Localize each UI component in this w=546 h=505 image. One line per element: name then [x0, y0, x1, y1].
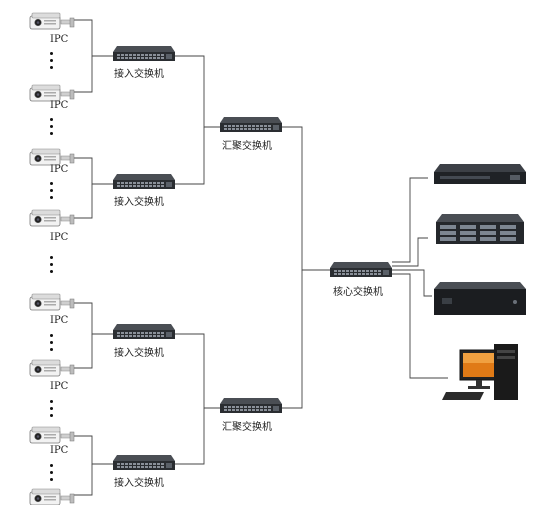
ellipsis-icon — [50, 400, 54, 421]
ellipsis-icon — [50, 182, 54, 203]
ip-camera-icon — [29, 359, 75, 377]
access-switch-icon — [113, 455, 175, 470]
core-switch-label: 核心交换机 — [333, 287, 383, 298]
ip-camera-icon — [29, 488, 75, 505]
access-switch-icon — [113, 46, 175, 61]
camera-label: IPC — [50, 100, 69, 111]
camera-label: IPC — [50, 445, 69, 456]
storage-array-icon — [436, 214, 524, 244]
ip-camera-icon — [29, 84, 75, 102]
access-switch-label: 接入交换机 — [114, 197, 164, 208]
ip-camera-icon — [29, 209, 75, 227]
ip-camera-icon — [29, 426, 75, 444]
video-recorder-icon — [434, 282, 526, 315]
camera-label: IPC — [50, 315, 69, 326]
camera-label: IPC — [50, 232, 69, 243]
ip-camera-icon — [29, 148, 75, 166]
access-switch-label: 接入交换机 — [114, 69, 164, 80]
desktop-computer-icon — [442, 344, 518, 400]
camera-label: IPC — [50, 381, 69, 392]
ellipsis-icon — [50, 334, 54, 355]
ellipsis-icon — [50, 464, 54, 485]
aggregation-switch-icon — [220, 398, 282, 413]
ellipsis-icon — [50, 256, 54, 277]
aggregation-switch-icon — [220, 117, 282, 132]
access-switch-label: 接入交换机 — [114, 478, 164, 489]
ellipsis-icon — [50, 118, 54, 139]
access-switch-icon — [113, 174, 175, 189]
ip-camera-icon — [29, 12, 75, 30]
connection-lines — [73, 19, 448, 496]
access-switch-label: 接入交换机 — [114, 348, 164, 359]
core-switch-icon — [330, 262, 392, 277]
ellipsis-icon — [50, 52, 54, 73]
rack-server-icon — [434, 164, 526, 184]
access-switch-icon — [113, 324, 175, 339]
ip-camera-icon — [29, 293, 75, 311]
aggregation-switch-label: 汇聚交换机 — [222, 141, 272, 152]
camera-label: IPC — [50, 34, 69, 45]
camera-label: IPC — [50, 164, 69, 175]
aggregation-switch-label: 汇聚交换机 — [222, 422, 272, 433]
